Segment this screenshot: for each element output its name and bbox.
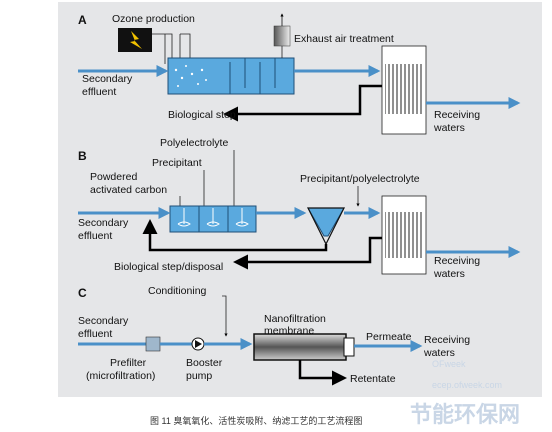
permeate-label: Permeate: [366, 331, 412, 343]
section-a: A Ozone production Exhaust air treatment: [78, 13, 521, 135]
receiving-waters-c-line1: Receiving: [424, 334, 470, 346]
exhaust-air-unit: [273, 25, 291, 47]
receiving-waters-c-line2: waters: [423, 347, 455, 359]
dosing-lines-b: [179, 150, 235, 206]
settler-outline: [307, 207, 345, 246]
diagram-panel: [58, 2, 542, 397]
secondary-effluent-c-line2: effluent: [78, 328, 112, 340]
biological-step-return-arrow: [223, 84, 382, 122]
section-b-letter: B: [78, 149, 87, 163]
section-c-letter: C: [78, 286, 87, 300]
sludge-return-arrow-b: [142, 219, 328, 252]
powdered-activated-carbon-line2: activated carbon: [90, 184, 167, 196]
secondary-effluent-b-line1: Secondary: [78, 217, 129, 229]
watermark-logo: 节能环保网: [410, 402, 520, 428]
tank-baffles: [229, 58, 276, 94]
prefilter-line2: (microfiltration): [86, 370, 155, 382]
prefilter-line1: Prefilter: [110, 357, 147, 369]
settling-cone-b: [307, 207, 345, 237]
biological-step-disposal-arrow: [233, 236, 382, 270]
ozone-feed-lines: [152, 33, 191, 66]
polyelectrolyte-label: Polyelectrolyte: [160, 137, 228, 149]
watermark: OFweek ecep.ofweek.com 节能环保网: [410, 359, 520, 428]
retentate-arrow: [298, 360, 347, 386]
secondary-effluent-c-line1: Secondary: [78, 315, 129, 327]
receiving-waters-a-line2: waters: [433, 122, 465, 134]
receiving-waters-b-line1: Receiving: [434, 255, 480, 267]
figure-caption: 图 11 臭氧氧化、活性炭吸附、纳滤工艺的工艺流程图: [150, 415, 362, 426]
section-b: B Polyelectrolyte Precipitant Powdered a…: [78, 137, 521, 280]
biological-step-disposal-label: Biological step/disposal: [114, 261, 223, 273]
ozone-bubbles: [174, 65, 207, 87]
section-c: C Conditioning Secondary effluent Nanofi…: [78, 285, 470, 386]
ozone-reactor-tank: [167, 57, 295, 95]
secondary-effluent-a-line1: Secondary: [82, 73, 133, 85]
nanofiltration-line1: Nanofiltration: [264, 313, 326, 325]
booster-pump-line1: Booster: [186, 357, 223, 369]
nanofiltration-membrane-unit: [253, 333, 347, 361]
secondary-effluent-a-line2: effluent: [82, 86, 116, 98]
section-a-letter: A: [78, 13, 87, 27]
retentate-label: Retentate: [350, 373, 396, 385]
conditioning-label: Conditioning: [148, 285, 207, 297]
watermark-url: ecep.ofweek.com: [432, 380, 502, 390]
booster-pump-line2: pump: [186, 370, 212, 382]
exhaust-air-label: Exhaust air treatment: [294, 33, 394, 45]
biological-step-label: Biological step: [168, 109, 236, 121]
ozone-production-label: Ozone production: [112, 13, 195, 25]
powdered-activated-carbon-line1: Powdered: [90, 171, 137, 183]
precipitant-polyelectrolyte-label: Precipitant/polyelectrolyte: [300, 173, 420, 185]
precipitant-label: Precipitant: [152, 157, 202, 169]
conditioning-feed-line: [222, 295, 228, 337]
watermark-brand: OFweek: [432, 359, 466, 369]
lightning-icon: [130, 31, 142, 49]
receiving-waters-a-line1: Receiving: [434, 109, 480, 121]
secondary-effluent-b-line2: effluent: [78, 230, 112, 242]
receiving-waters-b-line2: waters: [433, 268, 465, 280]
prefilter-unit: [145, 336, 161, 352]
filter-media-a: [385, 64, 423, 114]
mixer-icons: [177, 208, 249, 227]
filter-media-b: [385, 212, 423, 258]
ozone-generator-box: [118, 28, 152, 52]
membrane-end-cap: [343, 337, 355, 357]
